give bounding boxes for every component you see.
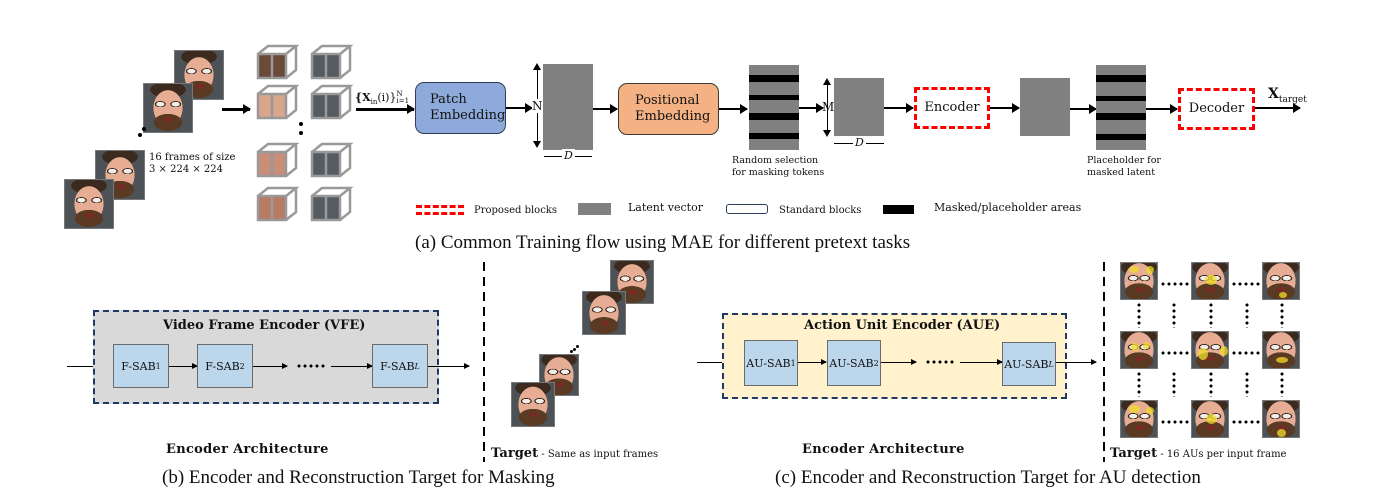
legend-swatch-latent xyxy=(578,203,611,215)
dim-m-label: M xyxy=(822,100,835,114)
legend-swatch-proposed xyxy=(416,205,464,215)
arrow-dots-fsabl xyxy=(331,363,373,369)
input-frames-caption: 16 frames of size 3 × 224 × 224 xyxy=(149,152,236,175)
arrow-to-placeholder xyxy=(1070,104,1097,114)
patch-cubes xyxy=(256,44,354,222)
frames-ellipsis-icon xyxy=(138,133,142,137)
target-frame-1 xyxy=(511,382,555,427)
arrow-to-latent-n xyxy=(506,103,533,113)
decoder-block: Decoder xyxy=(1178,88,1255,130)
arrow-ausab1-ausab2 xyxy=(798,359,827,365)
arrow-to-encoder xyxy=(884,103,914,113)
target-frames-ellipsis-icon xyxy=(576,345,579,348)
vfe-title: Video Frame Encoder (VFE) xyxy=(163,318,366,333)
encoder-architecture-label-c: Encoder Architecture xyxy=(802,442,965,457)
arrow-to-positional-embedding xyxy=(593,104,618,114)
dim-d2-label: D xyxy=(853,136,866,149)
latent-n-by-d xyxy=(543,64,593,150)
arrow-out-vfe xyxy=(428,363,470,369)
output-label: Xtarget xyxy=(1268,86,1307,105)
au-frame xyxy=(1191,400,1229,438)
au-frame xyxy=(1120,400,1158,438)
au-frame xyxy=(1262,331,1300,369)
legend-label-proposed: Proposed blocks xyxy=(474,205,557,216)
arrow-fsab2-dots xyxy=(253,363,288,369)
input-frame-1 xyxy=(64,179,114,229)
target-frame-16 xyxy=(610,260,654,304)
au-frame xyxy=(1191,331,1229,369)
au-frame xyxy=(1120,331,1158,369)
aue-title: Action Unit Encoder (AUE) xyxy=(804,318,1001,333)
encoded-latent xyxy=(1020,78,1070,136)
placeholder-latent xyxy=(1096,65,1146,150)
dim-m-arrow xyxy=(827,80,828,134)
dim-n-label: N xyxy=(532,99,543,113)
block-ellipsis-c xyxy=(925,360,955,364)
target-frame-15 xyxy=(582,291,626,335)
arrow-out-aue xyxy=(1056,359,1097,365)
arrow-to-masking xyxy=(719,104,748,114)
legend-swatch-masked xyxy=(883,205,914,214)
target-frame-2 xyxy=(539,354,579,396)
random-selection-caption: Random selection for masking tokens xyxy=(732,155,825,178)
dim-d-label: D xyxy=(562,149,575,162)
divider-b xyxy=(483,262,485,462)
legend-label-latent: Latent vector xyxy=(628,201,703,214)
arrow-to-output xyxy=(1255,103,1301,113)
caption-a: (a) Common Training flow using MAE for d… xyxy=(415,232,911,253)
arrow-to-latent-m xyxy=(799,103,824,113)
legend-label-standard: Standard blocks xyxy=(779,205,862,216)
placeholder-caption: Placeholder for masked latent xyxy=(1087,155,1161,178)
caption-c: (c) Encoder and Reconstruction Target fo… xyxy=(775,467,1201,488)
caption-b: (b) Encoder and Reconstruction Target fo… xyxy=(162,467,555,488)
arrow-frames-to-patches xyxy=(222,104,251,114)
input-frame-15 xyxy=(143,83,193,133)
arrow-ausab2-dots xyxy=(881,359,917,365)
arrow-dots-ausabl xyxy=(960,359,1003,365)
patch-cube xyxy=(256,44,354,222)
divider-c xyxy=(1103,262,1105,462)
encoder-block: Encoder xyxy=(914,87,990,129)
au-frame xyxy=(1191,262,1229,300)
arrow-fsab1-fsab2 xyxy=(169,363,198,369)
latent-m-by-d xyxy=(834,78,884,136)
legend-swatch-standard xyxy=(726,204,768,214)
au-frame xyxy=(1262,262,1300,300)
block-ellipsis xyxy=(296,364,326,368)
target-label-c: Target - 16 AUs per input frame xyxy=(1110,446,1287,461)
legend-label-masked: Masked/placeholder areas xyxy=(934,201,1082,214)
arrow-to-patch-embedding xyxy=(356,104,415,114)
target-label-b: Target - Same as input frames xyxy=(491,446,659,461)
encoder-architecture-label-b: Encoder Architecture xyxy=(166,442,329,457)
masked-token-selection xyxy=(749,65,799,150)
arrow-to-decoder xyxy=(1146,104,1178,114)
au-frame xyxy=(1120,262,1158,300)
au-frame xyxy=(1262,400,1300,438)
arrow-to-encoded-latent xyxy=(990,103,1020,113)
